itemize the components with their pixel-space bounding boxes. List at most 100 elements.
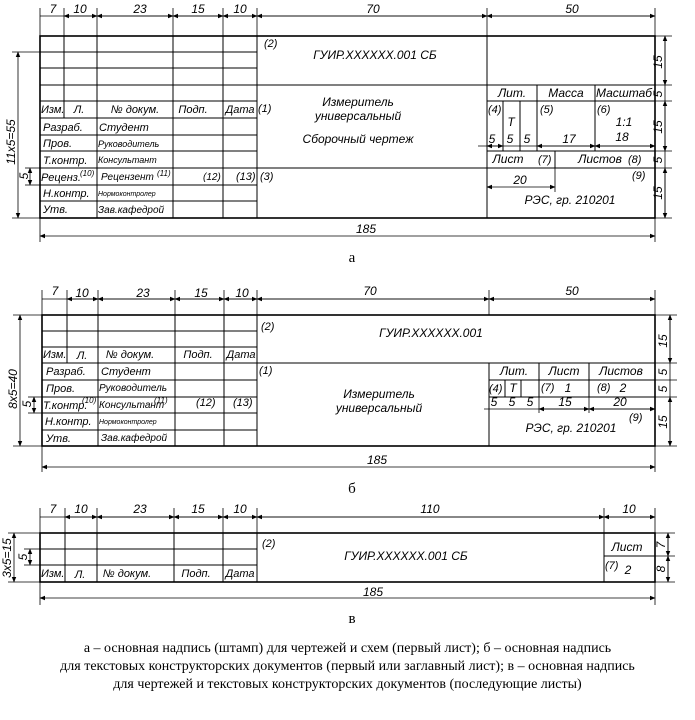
panel-b-dim-10b: 10 [235, 286, 249, 300]
panel-b-name-normcontrol: Нормоконтролер [99, 419, 157, 426]
panel-c-dim-7: 7 [50, 502, 58, 516]
title-block-figure: 7 10 23 15 10 70 50 [0, 2, 677, 627]
panel-a-left-dim: 11x5=55 [4, 119, 18, 165]
panel-a-n5: (5) [540, 104, 554, 116]
panel-a-dim-7: 7 [50, 2, 58, 16]
panel-c-sheet-label: Лист [611, 540, 643, 554]
panel-a-n7: (7) [538, 154, 552, 166]
panel-c-bottom-dim: 185 [363, 585, 383, 599]
panel-c-dim-10: 10 [74, 502, 88, 516]
panel-a-dim-50: 50 [565, 2, 579, 16]
panel-b-col-sheets: Листов [598, 364, 643, 378]
panel-c-title-block: 7 10 23 15 10 110 10 (2) ГУИР.XXXXXX.001… [0, 502, 675, 627]
panel-a-designation: ГУИР.XXXXXX.001 СБ [313, 48, 437, 62]
panel-c-letter: в [348, 611, 355, 627]
panel-b-header-izm: Изм. [43, 349, 66, 361]
panel-b-dim-23: 23 [135, 286, 150, 300]
panel-b-dim-15: 15 [194, 286, 208, 300]
panel-a-title-line3: Сборочный чертеж [303, 132, 415, 146]
panel-b-dim-7: 7 [52, 284, 60, 298]
panel-a-dim-23: 23 [132, 2, 147, 16]
panel-a-dim-15: 15 [191, 2, 205, 16]
panel-a-row-nkontr: Н.контр. [43, 188, 90, 200]
panel-b-n11: (11) [154, 396, 168, 405]
panel-a-row-prov: Пров. [43, 138, 72, 150]
panel-a-header-izm: Изм. [41, 104, 64, 116]
caption-line-3: для чертежей и текстовых конструкторских… [113, 677, 582, 692]
panel-a-dim-17: 17 [562, 132, 577, 146]
caption-line-2: для текстовых конструкторских документов… [60, 659, 635, 674]
panel-b-title-block: 7 10 23 15 10 70 50 (2) [6, 284, 677, 497]
panel-a-dim-20: 20 [512, 173, 527, 187]
panel-b-letter: б [348, 481, 356, 497]
panel-a-left-dim-5: 5 [17, 172, 31, 179]
panel-c-grid [40, 533, 655, 582]
panel-c-rdim-8: 8 [654, 565, 668, 572]
panel-a-right-dimensions [655, 35, 672, 219]
panel-b-left-dim-5: 5 [20, 400, 34, 407]
panel-b-dim-5a: 5 [491, 395, 498, 409]
panel-c-header-date: Дата [223, 568, 254, 580]
panel-a-title-line2: универсальный [314, 109, 402, 123]
panel-a-dim-5b: 5 [507, 132, 514, 146]
panel-c-header-sign: Подп. [181, 568, 210, 580]
panel-a-title-block: 7 10 23 15 10 70 50 [4, 2, 672, 266]
panel-a-header-date: Дата [223, 104, 254, 116]
panel-b-header-l: Л. [76, 350, 88, 362]
panel-a-n11: (11) [157, 169, 171, 178]
panel-b-header-doc: № докум. [106, 349, 154, 361]
panel-a-row-tkontr: Т.контр. [43, 155, 87, 167]
panel-a-rdim-5b: 5 [651, 156, 665, 163]
panel-c-dim-10c: 10 [622, 502, 636, 516]
panel-a-header-doc: № докум. [111, 104, 159, 116]
panel-b-n10: (10) [82, 396, 97, 405]
panel-a-n13: (13) [236, 171, 256, 183]
panel-b-row-nkontr: Н.контр. [45, 416, 92, 428]
panel-b-dim-70: 70 [363, 284, 377, 298]
panel-b-header-date: Дата [224, 349, 255, 361]
panel-b-dim-15: 15 [558, 395, 572, 409]
panel-c-rdim-7: 7 [654, 540, 668, 548]
panel-c-left-dimensions [8, 532, 40, 583]
panel-a-n10: (10) [80, 169, 95, 178]
panel-b-title-line2: универсальный [335, 401, 423, 415]
panel-a-row-recenz: Реценз. [41, 172, 81, 184]
panel-b-name-student: Студент [101, 366, 151, 378]
panel-c-designation: ГУИР.XXXXXX.001 СБ [344, 549, 468, 563]
panel-a-grid [40, 36, 655, 218]
panel-a-bottom-dimension [39, 218, 656, 242]
panel-c-dim-23: 23 [132, 502, 147, 516]
panel-c-n7: (7) [605, 560, 619, 572]
panel-b-grid [42, 315, 655, 446]
figure-caption: а – основная надпись (штамп) для чертеже… [0, 640, 695, 694]
panel-a-scale-value: 1:1 [616, 115, 633, 129]
panel-a-n8: (8) [628, 154, 642, 166]
panel-b-col-lit: Лит. [499, 364, 528, 378]
panel-c-n2: (2) [262, 538, 276, 550]
panel-b-n1: (1) [259, 365, 273, 377]
panel-a-rdim-5a: 5 [651, 90, 665, 97]
panel-b-dim-5c: 5 [527, 395, 534, 409]
panel-b-col-sheet: Лист [548, 364, 580, 378]
panel-a-n3: (3) [260, 171, 274, 183]
panel-c-dim-110: 110 [420, 502, 439, 516]
panel-b-n13: (13) [233, 397, 253, 409]
panel-a-left-dimensions [12, 51, 40, 219]
panel-b-dim-50: 50 [565, 284, 579, 298]
panel-b-left-dim: 8x5=40 [6, 369, 20, 409]
panel-a-n9: (9) [632, 170, 646, 182]
caption-line-1: а – основная надпись (штамп) для чертеже… [83, 641, 612, 656]
panel-b-n9: (9) [629, 412, 643, 424]
panel-a-n1: (1) [258, 103, 272, 115]
panel-b-row-utv: Утв. [45, 433, 71, 445]
panel-b-right-dimensions [655, 314, 677, 447]
panel-a-n2: (2) [264, 38, 278, 50]
panel-a-dim-18: 18 [615, 130, 629, 144]
panel-a-n6: (6) [597, 104, 611, 116]
panel-b-name-head: Зав.кафедрой [101, 432, 168, 444]
panel-b-name-supervisor: Руководитель [99, 383, 167, 394]
panel-a-rdim-15c: 15 [651, 186, 665, 200]
panel-a-title-line1: Измеритель [322, 95, 394, 109]
panel-c-bottom-dimension [39, 582, 656, 605]
panel-b-designation: ГУИР.XXXXXX.001 [379, 326, 483, 340]
